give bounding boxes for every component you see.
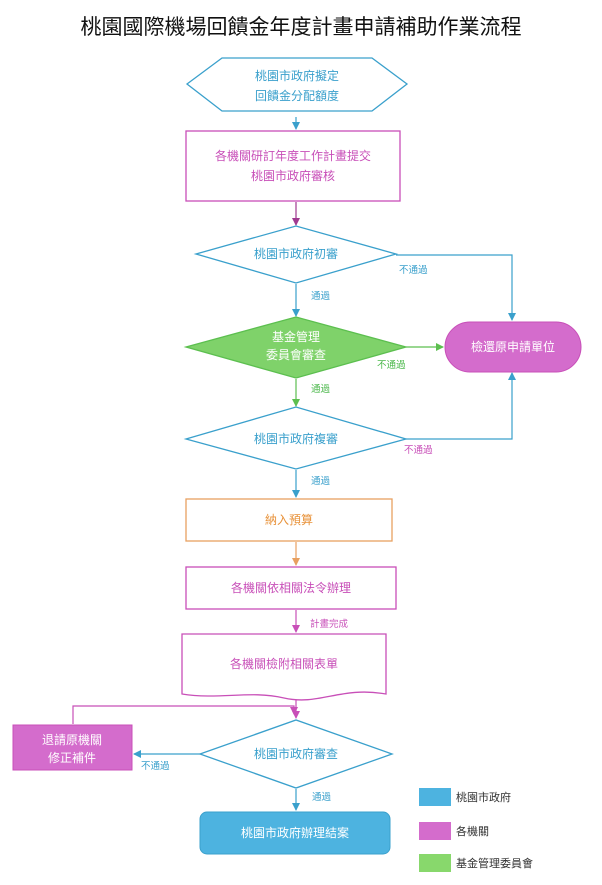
- legend-swatch-agencies: [419, 822, 451, 840]
- node-resubmit-shape: [12, 724, 133, 771]
- node-committee-line1: 基金管理: [272, 329, 320, 344]
- node-start-line2: 回饋金分配額度: [255, 88, 339, 103]
- legend: 桃園市政府 各機關 基金管理委員會: [419, 788, 533, 872]
- node-start-line1: 桃園市政府擬定: [255, 68, 339, 83]
- node-close-shape: [199, 811, 391, 855]
- label-plan-done: 計畫完成: [310, 618, 349, 630]
- label-fail-gov-review: 不通過: [141, 760, 170, 772]
- label-fail-first-review: 不通過: [399, 264, 428, 276]
- node-attach-label: 各機關檢附相關表單: [230, 656, 338, 671]
- edge-rereview-return: [406, 372, 516, 440]
- node-execute-label: 各機關依相關法令辦理: [231, 580, 351, 595]
- node-execute-shape: [185, 566, 397, 610]
- legend-label-government: 桃園市政府: [456, 790, 511, 804]
- node-resubmit-line2: 修正補件: [48, 750, 96, 765]
- legend-swatch-government: [419, 788, 451, 806]
- node-plan-line2: 桃園市政府審核: [251, 168, 335, 183]
- legend-label-agencies: 各機關: [456, 824, 489, 838]
- node-close-label: 桃園市政府辦理結案: [241, 825, 349, 840]
- node-committee-shape: [183, 316, 409, 379]
- node-budget-label: 納入預算: [265, 512, 313, 527]
- node-start-shape: [185, 57, 409, 112]
- node-re-review-shape: [183, 406, 409, 470]
- node-plan-shape: [185, 130, 401, 202]
- edge-review-return: [396, 254, 516, 321]
- node-return-label: 檢還原申請單位: [471, 339, 555, 354]
- node-return-shape: [444, 321, 582, 373]
- label-pass-first-review: 通過: [311, 290, 331, 302]
- node-attach-shape: [181, 633, 387, 701]
- node-committee-line2: 委員會審查: [266, 347, 326, 362]
- label-pass-gov-review: 通過: [312, 791, 332, 803]
- edge-resubmit-govreview: [72, 705, 298, 724]
- label-pass-re-review: 通過: [311, 475, 331, 487]
- legend-swatch-committee: [419, 854, 451, 872]
- node-gov-review-label: 桃園市政府審查: [254, 746, 338, 761]
- node-first-review-label: 桃園市政府初審: [254, 246, 338, 261]
- legend-label-committee: 基金管理委員會: [456, 856, 533, 870]
- label-pass-committee: 通過: [311, 383, 331, 395]
- node-re-review-label: 桃園市政府複審: [254, 431, 338, 446]
- label-fail-re-review: 不通過: [404, 444, 433, 456]
- node-plan-line1: 各機關研訂年度工作計畫提交: [215, 148, 371, 163]
- node-first-review-shape: [193, 225, 399, 284]
- diagram-title: 桃園國際機場回饋金年度計畫申請補助作業流程: [81, 15, 522, 39]
- node-resubmit-line1: 退請原機關: [42, 732, 102, 747]
- node-budget-shape: [185, 498, 393, 542]
- node-gov-review-shape: [198, 719, 394, 789]
- label-fail-committee: 不通過: [377, 359, 406, 371]
